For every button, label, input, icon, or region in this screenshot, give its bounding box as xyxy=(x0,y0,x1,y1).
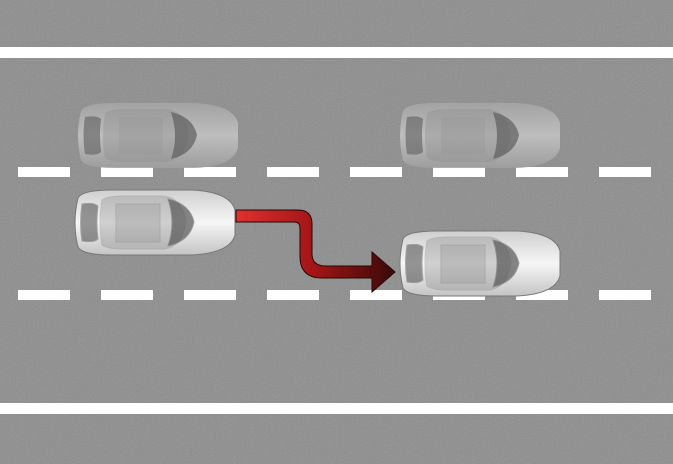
lane-dash xyxy=(433,167,485,177)
faded-car-left xyxy=(78,103,238,168)
lane-dash xyxy=(18,167,70,177)
lane-dash xyxy=(599,167,651,177)
lane-dash xyxy=(350,167,402,177)
lane-dash xyxy=(516,167,568,177)
ego-car-end xyxy=(399,230,561,297)
lane-dash xyxy=(599,290,651,300)
lane-dash xyxy=(516,290,568,300)
lane-dash xyxy=(184,167,236,177)
lane-dash xyxy=(267,167,319,177)
solid-lane-line-bottom xyxy=(0,403,673,414)
lane-dash xyxy=(18,290,70,300)
ego-car-start xyxy=(74,189,236,256)
lane-dash xyxy=(350,290,402,300)
lane-dash xyxy=(101,167,153,177)
lane-dash xyxy=(184,290,236,300)
lane-change-arrow-icon xyxy=(235,209,396,294)
faded-car-right xyxy=(400,103,560,168)
solid-lane-line-top xyxy=(0,47,673,58)
lane-dash xyxy=(101,290,153,300)
lane-dash xyxy=(267,290,319,300)
dashed-lane-lines xyxy=(18,167,651,300)
